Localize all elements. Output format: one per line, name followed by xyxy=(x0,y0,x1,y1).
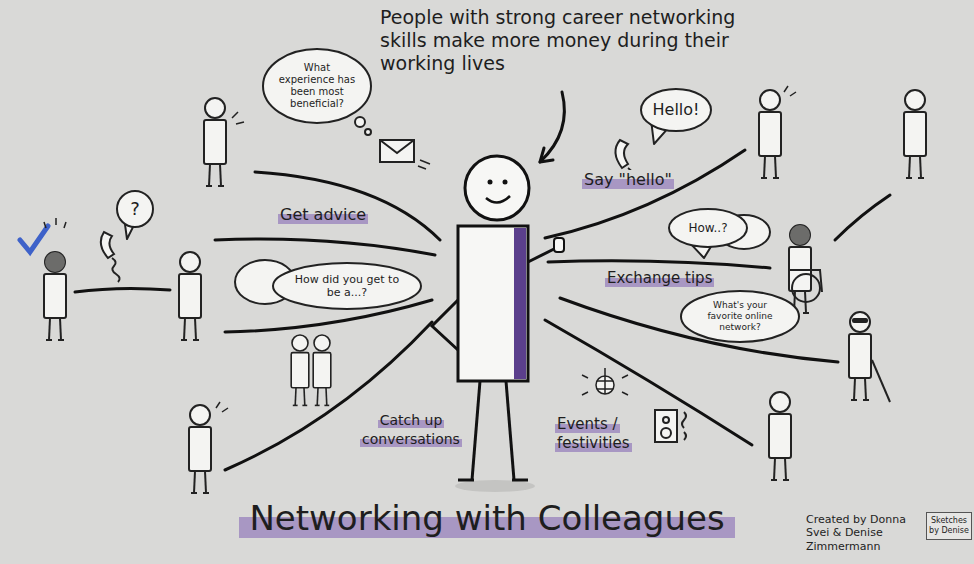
speech-bubble: What's your favorite online network? xyxy=(680,290,800,343)
speech-bubble: How did you get to be a...? xyxy=(272,262,422,310)
thought-dot xyxy=(355,117,365,127)
label-slot: Created by Donna Svei & Denise Zimmerman… xyxy=(806,513,924,553)
bubble-body: Hello! xyxy=(640,88,712,132)
bubble-text: Hello! xyxy=(650,100,702,119)
phone-symbol xyxy=(101,140,632,282)
title-slot: Networking with Colleagues xyxy=(0,498,974,539)
bubble-ellipse xyxy=(641,89,711,131)
topic-label: Events / festivities xyxy=(555,415,632,452)
label-slot: Say "hello" xyxy=(582,170,674,190)
speech-bubble: Hello! xyxy=(640,88,712,132)
envelope-symbol xyxy=(380,140,430,169)
wave-marks xyxy=(44,86,796,412)
diagram-title: Networking with Colleagues xyxy=(239,498,734,538)
label-slot: Sketches by Denise xyxy=(926,512,972,540)
label-slot: Get advice xyxy=(278,205,368,225)
label-slot: People with strong career networking ski… xyxy=(380,6,755,76)
topic-label: Catch up conversations xyxy=(360,412,462,447)
label-slot: Exchange tips xyxy=(605,268,714,287)
label-slot: Events / festivities xyxy=(555,414,655,453)
bubble-body: How did you get to be a...? xyxy=(272,262,422,310)
logo-mark: Sketches by Denise xyxy=(928,516,970,536)
label-slot: Catch up conversations xyxy=(352,410,470,448)
bubble-text: What experience has been most beneficial… xyxy=(278,62,357,110)
bubble-body: What's your favorite online network? xyxy=(680,290,800,343)
speech-bubble: What experience has been most beneficial… xyxy=(262,48,372,124)
bubble-ellipse xyxy=(273,263,421,309)
bubble-body: ? xyxy=(116,190,154,228)
thought-dot xyxy=(365,129,371,135)
speech-bubble: How..? xyxy=(668,208,748,248)
bubble-text: How..? xyxy=(679,221,737,235)
bubble-text: What's your favorite online network? xyxy=(697,300,783,332)
topic-label: Exchange tips xyxy=(605,269,714,287)
credit-note: Created by Donna Svei & Denise Zimmerman… xyxy=(806,513,924,553)
bubble-ellipse xyxy=(263,49,371,123)
topic-label: Get advice xyxy=(278,205,368,224)
speaker-symbol xyxy=(655,410,686,442)
people-figures xyxy=(44,90,926,493)
bubble-body: What experience has been most beneficial… xyxy=(262,48,372,124)
bubble-ellipse xyxy=(681,291,799,342)
bubble-ellipse xyxy=(669,209,747,247)
speech-bubble: ? xyxy=(116,190,154,228)
pointer-arrow xyxy=(540,92,564,162)
headline-note: People with strong career networking ski… xyxy=(380,6,755,76)
topic-label: Say "hello" xyxy=(582,170,674,189)
bubble-body: How..? xyxy=(668,208,748,248)
bubble-text: How did you get to be a...? xyxy=(293,273,401,299)
bubble-ellipse xyxy=(117,191,153,227)
checkmark-symbol xyxy=(20,226,48,252)
bubble-text: ? xyxy=(122,198,149,220)
disco-ball-symbol xyxy=(582,368,628,395)
